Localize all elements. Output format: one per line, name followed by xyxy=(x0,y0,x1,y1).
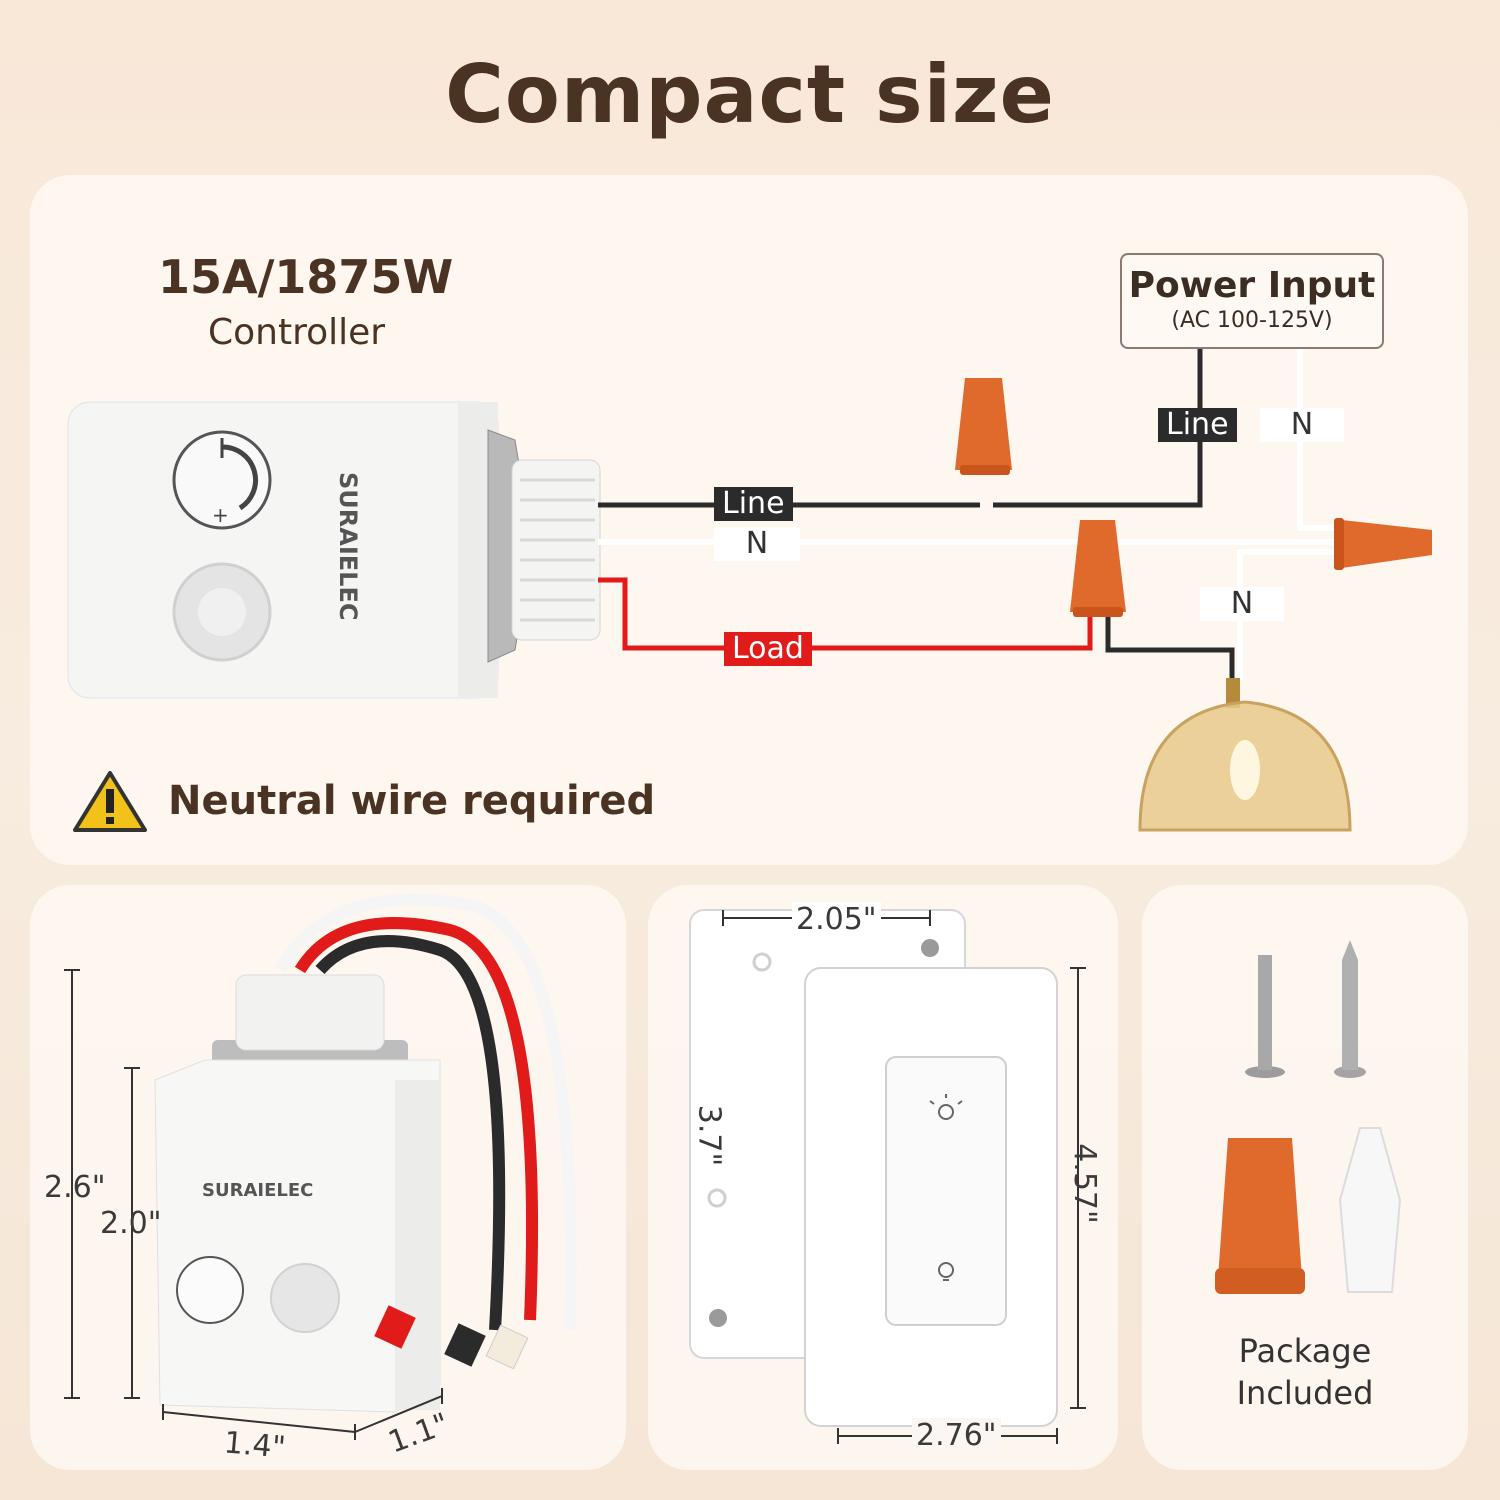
power-input-spec: (AC 100-125V) xyxy=(1171,308,1333,333)
controller-rating: 15A/1875W xyxy=(158,250,454,304)
dim-controller-total-height: 2.6" xyxy=(44,1170,106,1205)
dim-cover-width: 2.76" xyxy=(912,1418,1001,1453)
dim-controller-body-height: 2.0" xyxy=(100,1206,162,1241)
wire-tag-neutral-input: N xyxy=(1260,408,1344,442)
package-label: Package Included xyxy=(1142,1330,1468,1414)
switch-cover-image xyxy=(804,967,1058,1427)
page-title: Compact size xyxy=(445,48,1055,141)
wire-tag-line-controller: Line xyxy=(714,487,793,521)
wire-tag-load: Load xyxy=(724,632,812,666)
package-label-line2: Included xyxy=(1236,1374,1374,1412)
wire-nut-icon xyxy=(1215,1138,1305,1294)
package-panel xyxy=(1142,885,1468,1470)
svg-text:+: + xyxy=(212,503,229,527)
controller-brand: SURAIELEC xyxy=(334,472,362,620)
dimension-lines-controller xyxy=(64,969,443,1440)
warning-icon xyxy=(73,771,147,832)
package-label-line1: Package xyxy=(1238,1332,1372,1370)
wire-connector-icon xyxy=(955,378,1432,617)
wire-tag-line-input: Line xyxy=(1158,408,1237,442)
dim-controller-width: 1.4" xyxy=(222,1425,287,1466)
dial-knob-icon: + xyxy=(172,430,272,530)
controller-device xyxy=(67,401,601,699)
wall-anchor-icon xyxy=(1338,1127,1402,1293)
machine-screw-icon xyxy=(1245,955,1285,1078)
controller-3d-brand: SURAIELEC xyxy=(202,1180,313,1201)
wire-tag-neutral-controller: N xyxy=(714,527,800,561)
power-input-box: Power Input (AC 100-125V) xyxy=(1120,253,1384,349)
dim-cover-height: 4.57" xyxy=(1066,1143,1102,1224)
pendant-lamp-icon xyxy=(1138,678,1352,832)
dim-plate-height: 3.7" xyxy=(691,1104,727,1167)
wood-screw-icon xyxy=(1334,940,1366,1078)
light-bulb-off-icon xyxy=(938,1262,954,1281)
dim-plate-width: 2.05" xyxy=(792,902,881,937)
controller-label: Controller xyxy=(208,312,386,353)
power-input-label: Power Input xyxy=(1128,265,1376,306)
light-bulb-on-icon xyxy=(929,1094,963,1120)
sensor-lens-icon xyxy=(172,562,272,662)
neutral-warning-text: Neutral wire required xyxy=(168,778,656,824)
controller-3d-image xyxy=(154,893,577,1413)
wire-tag-neutral-lamp: N xyxy=(1200,587,1284,621)
